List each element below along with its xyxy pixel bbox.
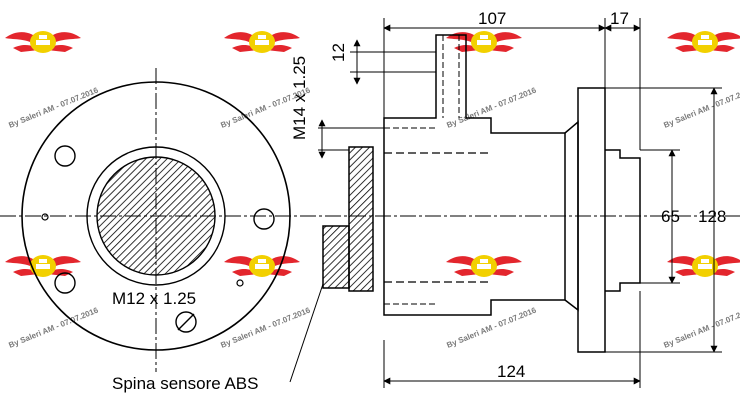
watermark-text: By Saleri AM - 07.07.2016 [662, 305, 740, 349]
abs-sensor-label: Spina sensore ABS [112, 374, 258, 393]
watermark-text: By Saleri AM - 07.07.2016 [7, 305, 100, 349]
hub-bore-outline [86, 146, 226, 286]
watermark-text: By Saleri AM - 07.07.2016 [7, 85, 100, 129]
flange-outline [21, 81, 291, 351]
hub-body [383, 34, 566, 316]
front-view [21, 68, 291, 372]
saleri-logo-icon [446, 255, 522, 277]
dim-128: 128 [698, 207, 726, 226]
dim-124: 124 [497, 362, 525, 381]
dim-12: 12 [329, 43, 348, 62]
dimension-lines [289, 18, 722, 388]
watermark-text: By Saleri AM - 07.07.2016 [662, 85, 740, 129]
wheel-flange [577, 87, 606, 353]
dim-thread-spec: M14 x 1.25 [290, 56, 309, 140]
side-view [322, 34, 641, 353]
stud-hole [253, 208, 275, 230]
stud-thread-label: M12 x 1.25 [112, 289, 196, 308]
hub-hatched-core [96, 156, 216, 276]
watermark-text: By Saleri AM - 07.07.2016 [219, 305, 312, 349]
dim-107: 107 [478, 9, 506, 28]
stud-hole-slot [177, 313, 195, 331]
abs-sensor-pin [322, 225, 350, 289]
stud-hole [54, 272, 76, 294]
saleri-logo-icon [5, 31, 81, 53]
saleri-logo-icon [224, 255, 300, 277]
stud-hole [175, 311, 197, 333]
tone-ring [348, 146, 374, 292]
saleri-logo-icon [667, 31, 740, 53]
saleri-logo-icon [224, 31, 300, 53]
pilot [605, 149, 641, 292]
pin-hole [41, 213, 49, 221]
dim-65: 65 [661, 207, 680, 226]
dim-17: 17 [610, 9, 629, 28]
saleri-logo-icon [667, 255, 740, 277]
pin-hole [236, 279, 244, 287]
stud-hole [54, 145, 76, 167]
